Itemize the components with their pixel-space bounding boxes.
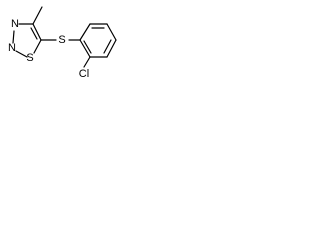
bond-c5-c4 [32,23,42,41]
bond-n2-n1 [12,30,15,44]
atom-s-ring-label: S [26,52,33,64]
bond-ar4-ar5-inner [103,39,112,54]
bond-ar6-ar1-inner [83,40,92,54]
molecule-structure: N N S S Cl [8,6,117,80]
atom-n1-label: N [8,42,16,54]
bond-ar1-ar2 [79,23,91,41]
bond-ar4-ar5 [106,39,117,58]
atom-cl-label: Cl [79,68,89,80]
bond-ar6-ar1 [79,39,91,58]
bond-c5-c4-inner [30,27,38,40]
atom-n2-label: N [11,18,19,30]
bond-ar6-cl [83,56,91,68]
bond-c4-methyl [32,6,43,25]
molecule-diagram: N N S S Cl [0,0,117,87]
bond-s-ring-c5 [33,39,42,54]
atom-s-link-label: S [58,34,65,46]
bond-ar3-ar4 [106,23,117,41]
bond-n1-s-ring [15,50,28,58]
